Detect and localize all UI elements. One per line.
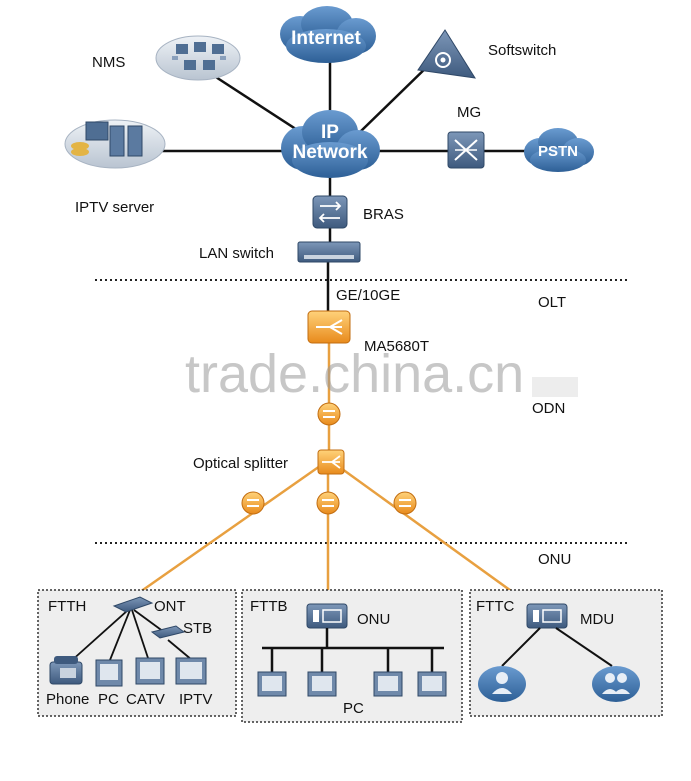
ftth-title: FTTH <box>48 598 86 615</box>
fiber-connector-icon <box>316 491 340 515</box>
pc-icon <box>257 671 287 697</box>
fttb-box: FTTB ONU <box>241 589 463 723</box>
bras-label: BRAS <box>363 206 404 223</box>
nms-icon <box>155 35 241 81</box>
fttb-title: FTTB <box>250 598 288 615</box>
stb-icon <box>150 625 186 639</box>
ma5680t-label: MA5680T <box>364 338 429 355</box>
pc-icon <box>307 671 337 697</box>
onu-icon <box>306 603 348 629</box>
watermark-block <box>532 377 578 397</box>
optical-splitter-label: Optical splitter <box>193 455 288 472</box>
pc-icon <box>417 671 447 697</box>
fttb-onu-label: ONU <box>357 611 390 628</box>
softswitch-icon <box>417 29 476 79</box>
pstn-label: PSTN <box>538 143 578 160</box>
pc-icon <box>373 671 403 697</box>
internet-cloud: Internet <box>280 6 376 63</box>
optical-splitter-icon <box>317 449 345 475</box>
iptv-server-icon <box>64 119 166 169</box>
user-group-icon <box>592 666 640 702</box>
odn-label: ODN <box>532 400 565 417</box>
lan-switch-label: LAN switch <box>199 245 274 262</box>
catv-label: CATV <box>126 691 165 708</box>
mdu-label: MDU <box>580 611 614 628</box>
pc-icon <box>95 659 123 687</box>
phone-label: Phone <box>46 691 89 708</box>
ip-network-label-line2: Network <box>293 142 368 163</box>
internet-label: Internet <box>291 28 361 49</box>
mdu-icon <box>526 603 568 629</box>
user-group-icon <box>478 666 526 702</box>
onu-section-label: ONU <box>538 551 571 568</box>
fiber-connector-icon <box>241 491 265 515</box>
ge-10ge-label: GE/10GE <box>336 287 400 304</box>
fttc-box: FTTC MDU <box>469 589 663 717</box>
pstn-cloud: PSTN <box>524 128 594 172</box>
iptv-icon <box>175 657 207 685</box>
fiber-connector-icon <box>317 402 341 426</box>
media-gateway-icon <box>447 131 485 169</box>
core-links <box>160 60 528 312</box>
stb-label: STB <box>183 620 212 637</box>
bras-icon <box>312 195 348 229</box>
softswitch-label: Softswitch <box>488 42 556 59</box>
fttc-title: FTTC <box>476 598 514 615</box>
iptv-label: IPTV <box>179 691 212 708</box>
ont-icon <box>112 596 154 613</box>
iptv-server-label: IPTV server <box>75 199 154 216</box>
ip-network-label-line1: IP <box>321 122 339 143</box>
watermark-text: trade.china.cn <box>185 344 524 404</box>
phone-icon <box>49 656 83 685</box>
fiber-connector-icon <box>393 491 417 515</box>
ftth-box: FTTH ONT STB <box>37 589 237 717</box>
catv-icon <box>135 657 165 685</box>
olt-label: OLT <box>538 294 566 311</box>
fttb-pc-label: PC <box>343 700 364 717</box>
ma5680t-olt-icon <box>307 310 351 344</box>
pc-label: PC <box>98 691 119 708</box>
mg-label: MG <box>457 104 481 121</box>
ip-network-cloud: IP Network <box>281 110 380 178</box>
nms-label: NMS <box>92 54 125 71</box>
ont-label: ONT <box>154 598 186 615</box>
lan-switch-icon <box>297 241 361 263</box>
